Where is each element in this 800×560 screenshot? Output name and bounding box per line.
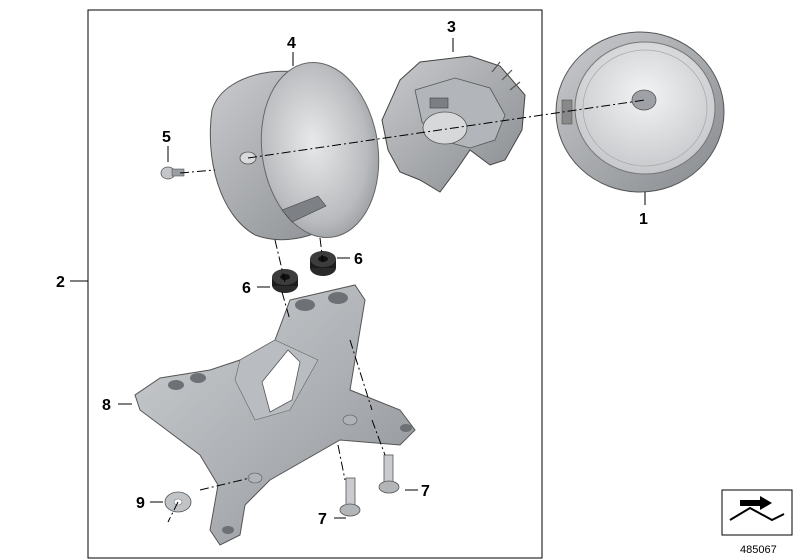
bucket-housing-part: [209, 61, 380, 241]
callout-7a: 7: [421, 483, 430, 500]
assembly-axis-lines: [167, 99, 646, 523]
callout-7b: 7: [318, 511, 327, 528]
mounting-bolt-part: [339, 454, 400, 517]
callout-1: 1: [639, 211, 648, 228]
callout-4: 4: [287, 35, 296, 52]
callout-6b: 6: [354, 251, 363, 268]
callout-2: 2: [56, 274, 65, 291]
leader-lines: [70, 38, 646, 519]
support-bracket-part: [134, 284, 416, 546]
callout-8: 8: [102, 397, 111, 414]
callout-6a: 6: [242, 280, 251, 297]
callout-9: 9: [136, 495, 145, 512]
instrument-cluster-part: [555, 31, 725, 193]
callout-3: 3: [447, 19, 456, 36]
reference-number: 485067: [740, 544, 777, 556]
rubber-grommet-part: [272, 251, 336, 293]
callout-5: 5: [162, 129, 171, 146]
parts-catalog-icon: [721, 489, 793, 536]
assembly-frame: [87, 9, 543, 559]
housing-cover-part: [381, 55, 526, 193]
